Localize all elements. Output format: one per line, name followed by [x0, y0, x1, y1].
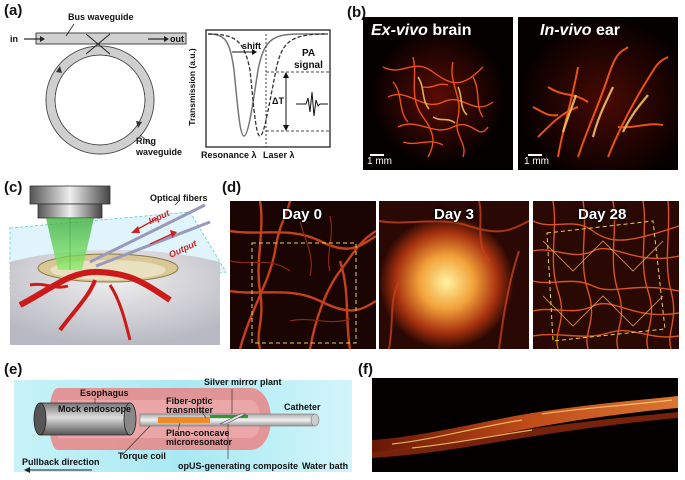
in-vivo-ear-title: In-vivo ear [540, 22, 620, 40]
transmission-plot [205, 29, 331, 148]
day0-title: Day 0 [282, 206, 323, 223]
endoscopic-us-image [372, 378, 678, 472]
day28-title: Day 28 [578, 206, 627, 223]
endoscope-diagram [24, 388, 320, 473]
brain-text: brain [427, 22, 472, 39]
day0-image: Day 0 [230, 201, 376, 349]
laser-label: Laser λ [263, 150, 295, 160]
delta-t-label: ΔT [272, 96, 284, 106]
in-label: in [10, 34, 18, 44]
fiber-optic-label: Fiber-optic [166, 396, 213, 406]
ring-resonator-diagram [24, 23, 187, 155]
day0-vessels [230, 201, 376, 349]
out-label: out [170, 34, 184, 44]
panel-d-label: (d) [222, 179, 242, 196]
tissue-layers [372, 396, 678, 458]
day28-image: Day 28 [533, 201, 679, 349]
plano-concave-label: Plano-concave [166, 428, 230, 438]
pullback-label: Pullback direction [22, 457, 100, 467]
signal-label: signal [294, 60, 323, 71]
panel-b-label: (b) [347, 4, 367, 21]
resonance-label: Resonance λ [201, 150, 257, 160]
ex-vivo-brain-title: Ex-vivo brain [371, 22, 471, 40]
panel-c-label: (c) [4, 179, 23, 196]
optical-setup-illustration [9, 185, 227, 345]
scale-bar-right [528, 154, 542, 156]
day3-image: Day 3 [379, 201, 529, 349]
pa-label: PA [302, 48, 316, 59]
optical-fibers-label: Optical fibers [150, 193, 208, 203]
shift-label: shift [242, 41, 261, 51]
panel-e-label: (e) [4, 361, 23, 378]
bus-waveguide-label: Bus waveguide [68, 12, 134, 22]
catheter-label: Catheter [284, 402, 321, 412]
ex-vivo-brain-image: Ex-vivo brain 1 mm [363, 17, 513, 170]
transmitter-label: transmitter [166, 405, 214, 415]
waveguide-label: waveguide [136, 147, 183, 157]
scale-label-right: 1 mm [524, 156, 549, 167]
silver-mirror-label: Silver mirror plant [204, 377, 282, 387]
opus-composite-label: opUS-generating composite [178, 461, 299, 471]
microresonator-label: microresonator [166, 437, 233, 447]
ear-text: ear [591, 22, 621, 39]
mock-endoscope-label: Mock endoscope [58, 404, 132, 414]
panel-a-label: (a) [4, 2, 23, 19]
in-vivo-ear-image: In-vivo ear 1 mm [518, 17, 678, 170]
in-vivo-italic: In-vivo [540, 22, 592, 39]
day28-vessels [533, 201, 679, 349]
scale-bar-left [370, 154, 384, 156]
scale-label-left: 1 mm [367, 156, 392, 167]
ring-label: Ring [136, 136, 156, 146]
day3-title: Day 3 [434, 206, 475, 223]
torque-coil-label: Torque coil [118, 451, 166, 461]
ex-vivo-italic: Ex-vivo [371, 22, 428, 39]
water-bath-label: Water bath [302, 461, 349, 471]
panel-f-label: (f) [358, 361, 373, 378]
ear-vessels [518, 17, 678, 170]
brain-vessels [363, 17, 513, 170]
day3-vessels [379, 201, 529, 349]
esophagus-label: Esophagus [80, 388, 129, 398]
